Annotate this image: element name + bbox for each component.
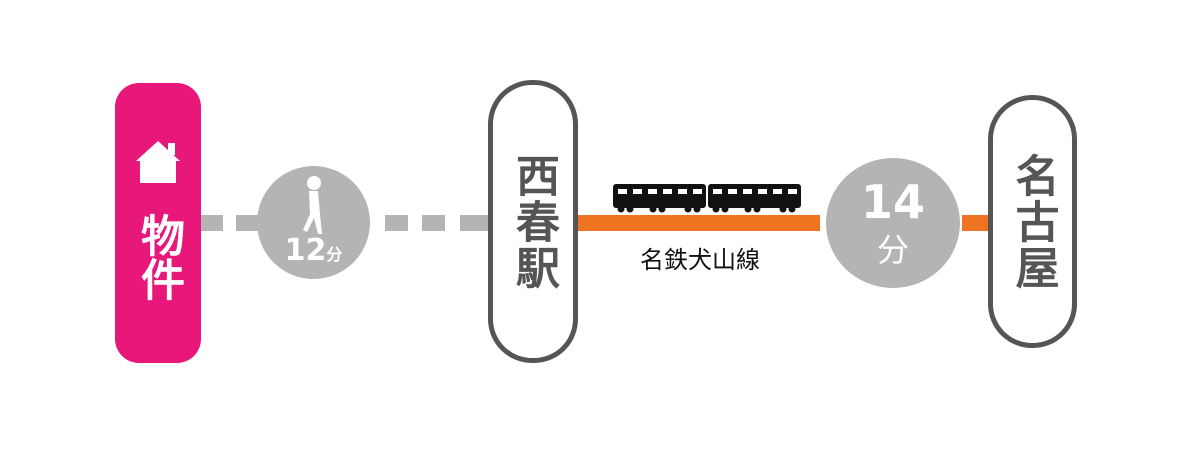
train-minutes: 14 bbox=[860, 175, 925, 229]
train-icon bbox=[613, 184, 801, 213]
train-time-circle: 14 分 bbox=[826, 158, 960, 288]
walk-dash bbox=[236, 215, 262, 231]
walk-dash bbox=[385, 215, 408, 231]
rail-line bbox=[962, 215, 990, 231]
origin-label: 物件 bbox=[133, 213, 184, 301]
walking-person-icon bbox=[303, 176, 322, 234]
walk-time-circle: 12分 bbox=[257, 166, 370, 279]
walk-dash bbox=[460, 215, 488, 231]
walk-minutes: 12 bbox=[284, 233, 327, 268]
house-icon bbox=[136, 141, 180, 183]
train-unit: 分 bbox=[876, 231, 909, 269]
walk-dash bbox=[422, 215, 445, 231]
station-nishiharu-label: 西春駅 bbox=[508, 152, 559, 291]
station-nishiharu: 西春駅 bbox=[488, 80, 578, 363]
walk-dash bbox=[201, 215, 223, 231]
line-name: 名鉄犬山線 bbox=[640, 246, 760, 274]
rail-line bbox=[578, 215, 820, 231]
walk-unit: 分 bbox=[326, 245, 343, 264]
station-nagoya-label: 名古屋 bbox=[1007, 152, 1059, 291]
station-nagoya: 名古屋 bbox=[988, 95, 1077, 348]
origin-property-box: 物件 bbox=[115, 83, 201, 363]
